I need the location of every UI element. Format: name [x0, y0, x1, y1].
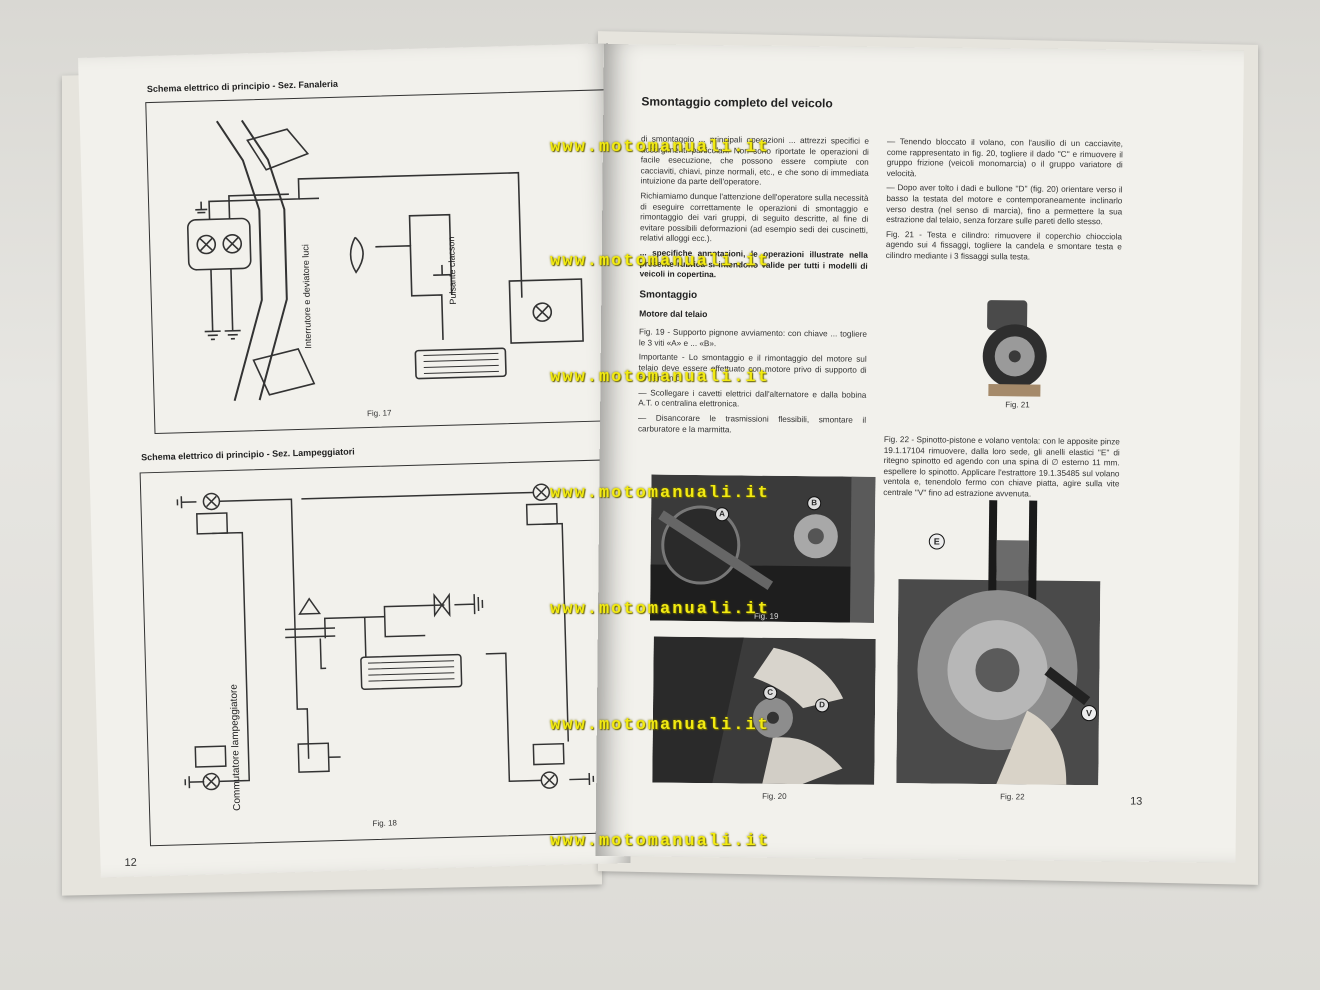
marker-d: D: [815, 698, 830, 713]
dash-paragraph-2: — Disancorare le trasmissioni flessibili…: [637, 413, 867, 435]
fig18-label: Fig. 18: [372, 818, 398, 829]
fig19-photo-graphic: [649, 474, 876, 623]
motore-heading: Motore dal telaio: [639, 308, 708, 320]
page-number-left: 12: [124, 856, 137, 870]
photo-fig20: [652, 636, 876, 785]
fig20-photo-graphic: [652, 636, 876, 785]
text-column-1: di smontaggio ... principali operazioni …: [638, 134, 869, 441]
wiring-diagram-fanaleria: [186, 119, 584, 402]
horn-button-label: Pulsante clacson: [446, 236, 459, 305]
fig19-paragraph: Fig. 19 - Supporto pignone avviamento: c…: [638, 327, 868, 348]
dash-paragraph-1: — Scollegare i cavetti elettrici dall'al…: [638, 388, 867, 409]
page-number-right: 13: [1130, 795, 1143, 808]
photo-fig21-engine: [968, 297, 1062, 399]
smontaggio-heading: Smontaggio: [639, 289, 698, 301]
watermark-4: www.motomanuali.it: [550, 484, 770, 503]
section-title-lampeggiatori: Schema elettrico di principio - Sez. Lam…: [141, 446, 355, 463]
diagram-frame-fig18: Commutatore lampeggiatore Fig. 18: [139, 459, 630, 847]
marker-c: C: [763, 685, 778, 700]
marker-a: A: [715, 507, 730, 522]
watermark-5: www.motomanuali.it: [550, 600, 770, 619]
watermark-2: www.motomanuali.it: [550, 252, 770, 271]
right-page: Smontaggio completo del veicolo di smont…: [595, 44, 1244, 863]
watermark-7: www.motomanuali.it: [550, 832, 770, 851]
intro-paragraph-2: Richiamiamo dunque l'attenzione dell'ope…: [639, 191, 869, 244]
photo-fig22: [896, 499, 1102, 786]
fig22-label: Fig. 22: [1000, 792, 1025, 802]
watermark-3: www.motomanuali.it: [550, 368, 770, 387]
fig22-photo-graphic: [896, 499, 1102, 786]
fig17-label: Fig. 17: [366, 408, 392, 419]
left-page: Schema elettrico di principio - Sez. Fan…: [78, 43, 631, 878]
col2-paragraph-2: — Dopo aver tolto i dadi e bullone ''D''…: [886, 183, 1123, 227]
watermark-6: www.motomanuali.it: [550, 716, 770, 735]
fig20-label: Fig. 20: [762, 791, 787, 801]
diagram-frame-fig17: Interrutore e deviatore luci Pulsante cl…: [145, 89, 619, 435]
marker-e: E: [928, 533, 945, 550]
watermark-1: www.motomanuali.it: [550, 138, 770, 157]
photo-fig19: [649, 474, 876, 623]
right-page-title: Smontaggio completo del veicolo: [641, 94, 833, 111]
wiring-diagram-lampeggiatori: [176, 483, 595, 791]
engine-photo-graphic: [968, 297, 1062, 399]
section-title-fanaleria: Schema elettrico di principio - Sez. Fan…: [146, 78, 339, 95]
fig21-label: Fig. 21: [1005, 400, 1030, 410]
